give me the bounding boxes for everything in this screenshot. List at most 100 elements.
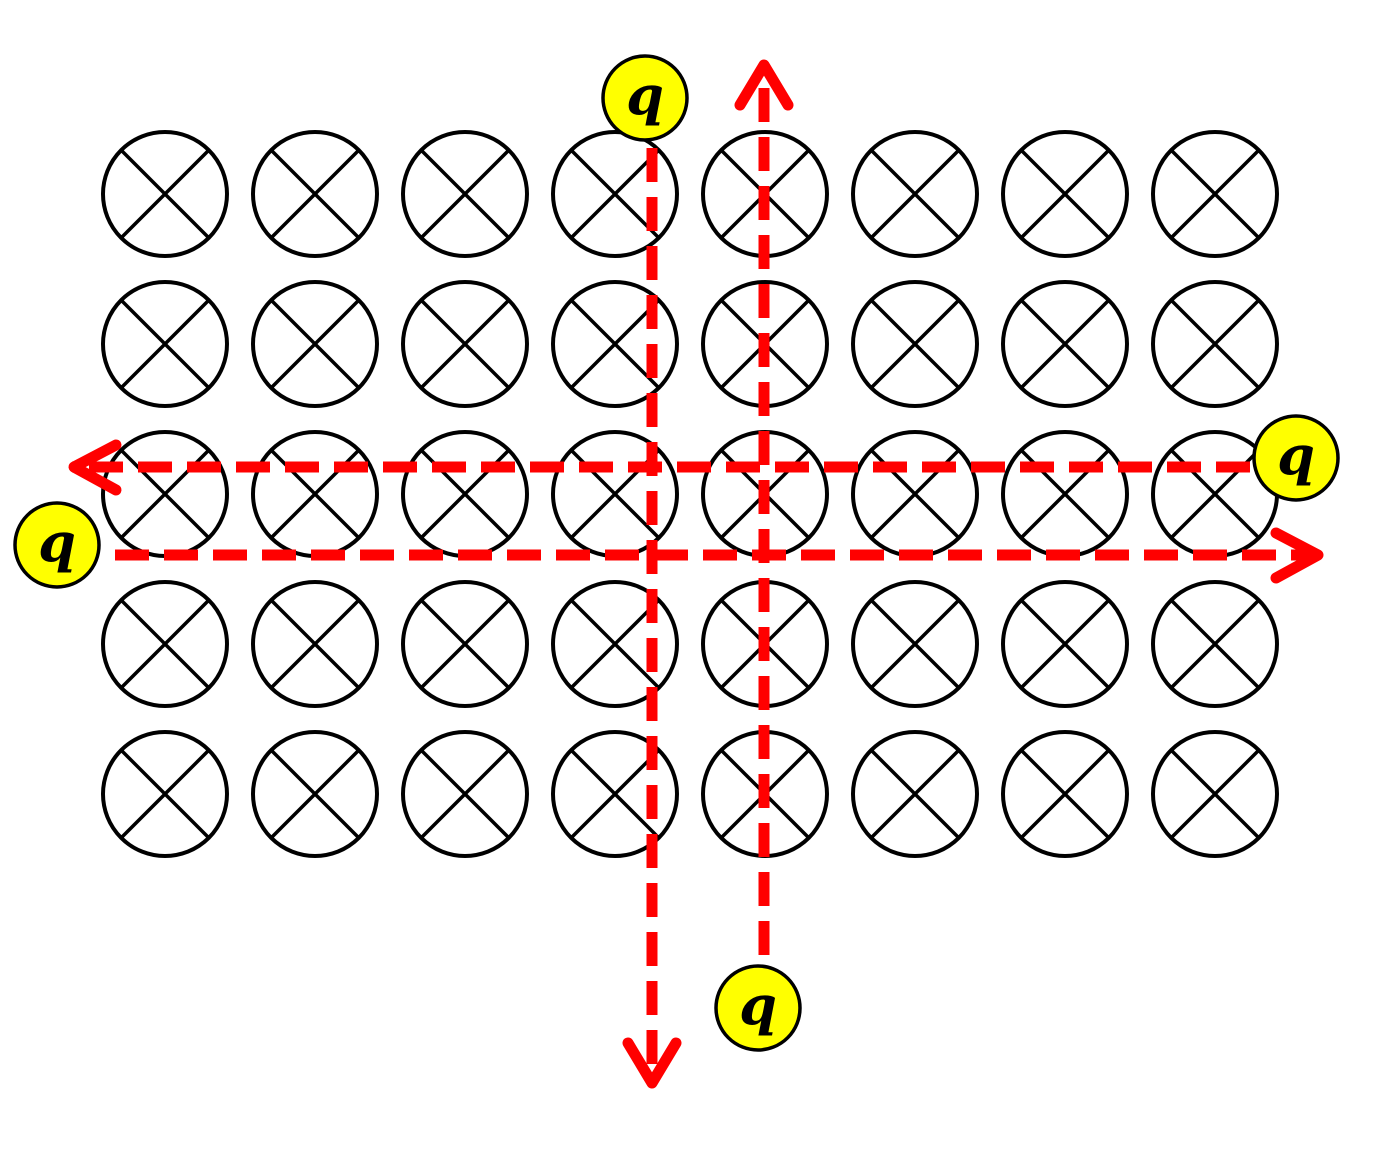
field-cross-stroke xyxy=(1019,598,1111,690)
arrow-up-icon xyxy=(734,59,794,111)
magnetic-field-into-page xyxy=(101,130,1279,858)
field-cross-into-page-icon xyxy=(401,130,529,258)
field-cross-into-page-icon xyxy=(251,130,379,258)
field-circle xyxy=(851,130,979,258)
field-cross-stroke xyxy=(1169,748,1261,840)
path-down xyxy=(622,148,682,1089)
field-cross-stroke xyxy=(1169,148,1261,240)
arrow-right-icon xyxy=(1270,527,1324,584)
field-cross-stroke xyxy=(119,598,211,690)
arrow-down-icon xyxy=(622,1037,682,1089)
charges: q q q q xyxy=(13,54,1340,1052)
charge-bottom-label: q xyxy=(739,973,777,1037)
field-cross-stroke xyxy=(419,148,511,240)
field-cross-into-page-icon xyxy=(551,580,679,708)
field-circle xyxy=(101,130,229,258)
field-cross-stroke xyxy=(869,748,961,840)
field-cross-stroke xyxy=(269,298,361,390)
field-circle xyxy=(1001,580,1129,708)
field-cross-into-page-icon xyxy=(401,430,529,558)
field-cross-into-page-icon xyxy=(551,430,679,558)
field-cross-into-page-icon xyxy=(401,730,529,858)
charge-right-marker xyxy=(1252,414,1340,502)
field-circle xyxy=(1151,730,1279,858)
field-circle xyxy=(401,580,529,708)
field-cross-into-page-icon xyxy=(101,730,229,858)
field-cross-into-page-icon xyxy=(551,730,679,858)
field-cross-into-page-icon xyxy=(851,730,979,858)
charge-top-label: q xyxy=(626,63,664,127)
field-cross-stroke xyxy=(1169,598,1261,690)
field-cross-stroke xyxy=(1019,748,1111,840)
field-cross-stroke xyxy=(569,598,661,690)
field-cross-into-page-icon xyxy=(851,580,979,708)
field-cross-into-page-icon xyxy=(251,730,379,858)
field-cross-into-page-icon xyxy=(1001,430,1129,558)
field-circle xyxy=(251,280,379,408)
field-cross-stroke xyxy=(869,148,961,240)
path-left xyxy=(68,439,1250,496)
field-circle xyxy=(1001,730,1129,858)
field-cross-into-page-icon xyxy=(101,280,229,408)
charge-paths xyxy=(68,59,1324,1089)
field-circle xyxy=(101,580,229,708)
charge-left-label: q xyxy=(38,510,76,574)
field-cross-into-page-icon xyxy=(851,130,979,258)
field-cross-stroke xyxy=(869,598,961,690)
field-circle xyxy=(1001,280,1129,408)
field-circle xyxy=(551,580,679,708)
field-cross-into-page-icon xyxy=(101,430,229,558)
field-cross-stroke xyxy=(119,148,211,240)
field-cross-into-page-icon xyxy=(401,580,529,708)
field-cross-stroke xyxy=(569,298,661,390)
field-cross-into-page-icon xyxy=(851,430,979,558)
field-circle xyxy=(401,130,529,258)
field-circle xyxy=(101,730,229,858)
charge-top: q xyxy=(601,54,689,142)
field-circle xyxy=(551,280,679,408)
field-cross-into-page-icon xyxy=(101,130,229,258)
field-cross-into-page-icon xyxy=(551,280,679,408)
field-cross-into-page-icon xyxy=(1151,580,1279,708)
field-cross-stroke xyxy=(269,748,361,840)
field-cross-stroke xyxy=(119,298,211,390)
charge-left-marker xyxy=(13,501,101,589)
field-cross-into-page-icon xyxy=(1151,730,1279,858)
charge-right-label: q xyxy=(1277,423,1315,487)
field-circle xyxy=(851,580,979,708)
arrow-left-icon xyxy=(68,439,122,496)
field-cross-into-page-icon xyxy=(251,580,379,708)
field-cross-into-page-icon xyxy=(1001,580,1129,708)
field-cross-stroke xyxy=(1019,148,1111,240)
field-cross-stroke xyxy=(119,748,211,840)
field-circle xyxy=(851,280,979,408)
field-circle xyxy=(851,730,979,858)
field-circle xyxy=(551,130,679,258)
charge-top-marker xyxy=(601,54,689,142)
field-cross-into-page-icon xyxy=(251,280,379,408)
field-circle xyxy=(1001,130,1129,258)
field-circle xyxy=(401,280,529,408)
field-cross-into-page-icon xyxy=(1151,280,1279,408)
field-circle xyxy=(551,730,679,858)
field-cross-into-page-icon xyxy=(101,580,229,708)
field-circle xyxy=(1151,280,1279,408)
field-cross-stroke xyxy=(569,748,661,840)
field-cross-into-page-icon xyxy=(851,280,979,408)
field-cross-stroke xyxy=(569,148,661,240)
field-circle xyxy=(1151,130,1279,258)
field-cross-stroke xyxy=(1019,298,1111,390)
field-cross-stroke xyxy=(419,298,511,390)
field-circle xyxy=(401,730,529,858)
field-cross-into-page-icon xyxy=(401,280,529,408)
field-cross-stroke xyxy=(1169,298,1261,390)
path-up xyxy=(734,59,794,955)
field-cross-into-page-icon xyxy=(1001,130,1129,258)
field-circle xyxy=(251,130,379,258)
field-cross-into-page-icon xyxy=(1001,280,1129,408)
field-cross-stroke xyxy=(869,298,961,390)
field-circle xyxy=(251,730,379,858)
path-right xyxy=(115,527,1324,584)
field-circle xyxy=(1151,580,1279,708)
